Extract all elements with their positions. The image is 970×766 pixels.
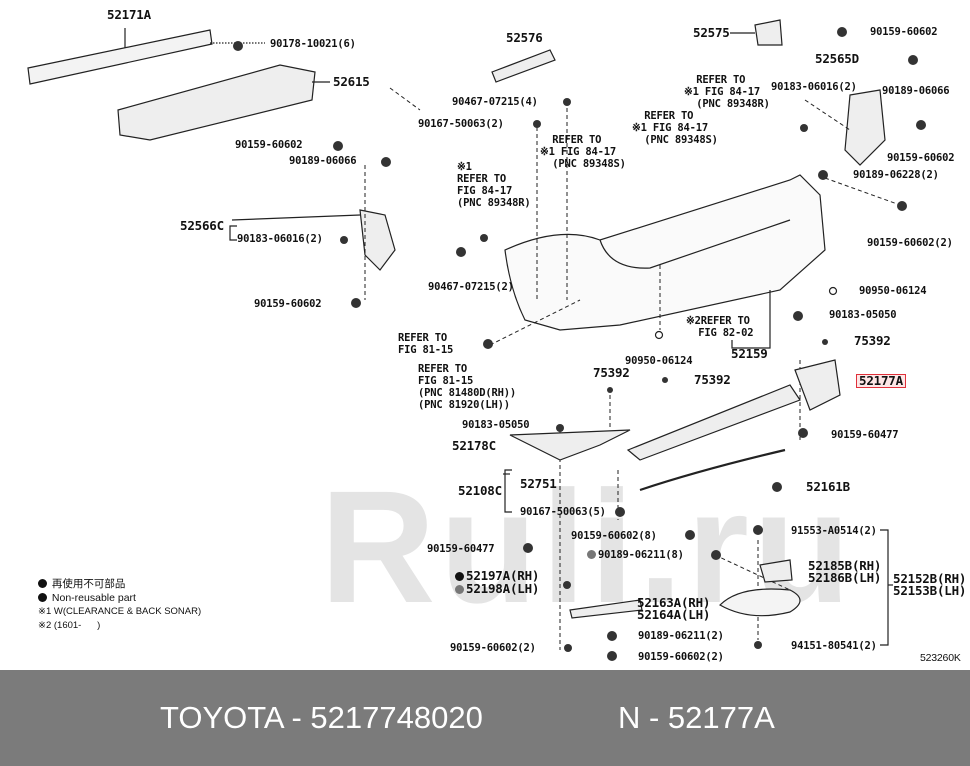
- bumper-cover: [504, 174, 826, 331]
- callout-90178-10021: 90178-10021(6): [270, 38, 356, 50]
- callout-52197A: 52197A(RH): [455, 568, 540, 583]
- callout-90183-05050: 90183-05050: [462, 419, 530, 431]
- callout-52575: 52575: [693, 25, 730, 40]
- callout-90467-07215-2: 90467-07215(2): [428, 281, 514, 293]
- pnc-code: N - 52177A: [618, 700, 775, 735]
- refer-fig-84-17-89348S-2: REFER TO ※1 FIG 84-17 (PNC 89348S): [540, 134, 626, 170]
- legend-en-text: Non-reusable part: [51, 592, 136, 604]
- callout-90167-50063-2: 90167-50063(2): [418, 118, 504, 130]
- callout-90467-07215-4: 90467-07215(4): [452, 96, 538, 108]
- callout-90159-60602-2-bottom: 90159-60602(2): [638, 651, 724, 663]
- callout-90159-60602-2: 90159-60602(2): [867, 237, 953, 249]
- callout-90159-60602: 90159-60602: [870, 26, 938, 38]
- absorber-part: [117, 64, 316, 141]
- refer-fig-82-02: ※2REFER TO FIG 82-02: [686, 315, 754, 339]
- callout-91553-A0514: 91553-A0514(2): [791, 525, 877, 537]
- callout-52576: 52576: [506, 30, 543, 45]
- callout-52159: 52159: [731, 346, 768, 361]
- brand-part-number: TOYOTA - 5217748020: [160, 700, 483, 735]
- non-reusable-dot-icon: [38, 579, 47, 588]
- callout-52566C: 52566C: [180, 218, 224, 233]
- callout-90183-06016: 90183-06016(2): [771, 81, 857, 93]
- refer-fig-84-17-89348S: REFER TO ※1 FIG 84-17 (PNC 89348S): [632, 110, 718, 146]
- refer-fig-84-17-89348R: REFER TO ※1 FIG 84-17 (PNC 89348R): [684, 74, 770, 110]
- callout-90189-06066-left: 90189-06066: [289, 155, 357, 167]
- callout-90159-60602-left: 90159-60602: [235, 139, 303, 151]
- callout-52177A-highlighted: 52177A: [856, 374, 906, 388]
- side-bracket-left: [359, 209, 396, 271]
- non-reusable-dot-icon: [455, 585, 464, 594]
- non-reusable-dot-icon: [455, 572, 464, 581]
- diagram-artwork: [27, 19, 926, 661]
- callout-75392-right: 75392: [854, 333, 891, 348]
- callout-52108C: 52108C: [458, 483, 502, 498]
- callout-90189-06211-8: 90189-06211(8): [587, 549, 684, 561]
- callout-90189-06211-2: 90189-06211(2): [638, 630, 724, 642]
- callout-52163A-52164A: 52163A(RH) 52164A(LH): [637, 595, 711, 622]
- fastener-icon: [233, 41, 243, 51]
- footer-bar: TOYOTA - 5217748020 N - 52177A: [0, 670, 970, 766]
- bracket-52576: [491, 49, 556, 83]
- reinforcement-part: [27, 29, 213, 85]
- callout-90950-06124: 90950-06124: [625, 355, 693, 367]
- callout-90167-50063-5: 90167-50063(5): [520, 506, 606, 518]
- legend-note1: ※1 W(CLEARANCE & BACK SONAR): [38, 606, 202, 617]
- callout-52161B: 52161B: [806, 479, 850, 494]
- callout-94151-80541: 94151-80541(2): [791, 640, 877, 652]
- callout-52751: 52751: [520, 476, 557, 491]
- callout-52152B-52153B: 52152B(RH) 52153B(LH): [893, 571, 967, 598]
- callout-text: 90189-06211(8): [598, 549, 684, 561]
- refer-fig-81-15: REFER TO FIG 81-15: [398, 332, 454, 356]
- non-reusable-dot-icon: [587, 550, 596, 559]
- finisher-52163A: [569, 599, 643, 619]
- callout-90189-06228: 90189-06228(2): [853, 169, 939, 181]
- figure-code: 523260K: [920, 652, 961, 664]
- callout-90159-60477: 90159-60477: [427, 543, 495, 555]
- callout-52565D: 52565D: [815, 51, 859, 66]
- lower-molding-52178C: [509, 429, 631, 461]
- callout-90159-60477-right: 90159-60477: [831, 429, 899, 441]
- callout-90950-06124-right: 90950-06124: [859, 285, 927, 297]
- callout-52198A: 52198A(LH): [455, 581, 540, 596]
- callout-52178C: 52178C: [452, 438, 496, 453]
- callout-90159-60602-lower: 90159-60602: [254, 298, 322, 310]
- side-bracket-right: [844, 89, 886, 166]
- callout-text: 52197A(RH): [466, 568, 540, 583]
- callout-52615: 52615: [333, 74, 370, 89]
- callout-90189-06066: 90189-06066: [882, 85, 950, 97]
- legend-jp-text: 再使用不可部品: [51, 578, 126, 590]
- callout-90159-60602-right: 90159-60602: [887, 152, 955, 164]
- legend-en: Non-reusable part: [38, 591, 201, 605]
- callout-90183-06016-left: 90183-06016(2): [237, 233, 323, 245]
- callout-90183-05050-right: 90183-05050: [829, 309, 897, 321]
- legend-note2: ※2 (1601- ): [38, 620, 101, 631]
- non-reusable-dot-icon: [38, 593, 47, 602]
- legend: 再使用不可部品 Non-reusable part ※1 W(CLEARANCE…: [38, 577, 201, 633]
- side-bracket-52177A: [794, 359, 841, 411]
- callout-75392-mid: 75392: [694, 372, 731, 387]
- callout-75392-left: 75392: [593, 365, 630, 380]
- rear-diffuser-52177A: [626, 384, 801, 461]
- exhaust-finisher-52152B: [719, 588, 801, 617]
- legend-jp: 再使用不可部品: [38, 577, 201, 591]
- callout-90159-60602-8: 90159-60602(8): [571, 530, 657, 542]
- refer-fig-84-17-89348R-2: ※1 REFER TO FIG 84-17 (PNC 89348R): [457, 161, 531, 209]
- bracket-52185B: [759, 559, 793, 583]
- bracket-52575: [754, 19, 783, 46]
- refer-fig-81-15-reflector: REFER TO FIG 81-15 (PNC 81480D(RH)) (PNC…: [418, 363, 516, 411]
- callout-52185B-52186B: 52185B(RH) 52186B(LH): [808, 558, 882, 585]
- callout-90159-60602-2-left: 90159-60602(2): [450, 642, 536, 654]
- callout-52171A: 52171A: [107, 7, 151, 22]
- moulding-52751: [639, 448, 786, 492]
- callout-text: 52198A(LH): [466, 581, 540, 596]
